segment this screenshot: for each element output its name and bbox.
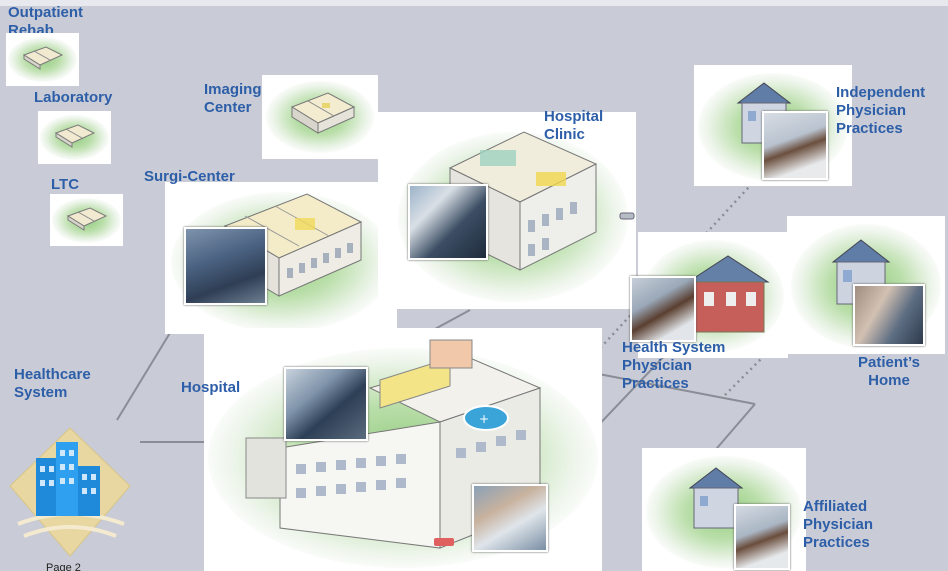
outpatient-rehab-floorplan-icon [22, 46, 64, 70]
surgi-center-panel [165, 182, 397, 334]
patient-computer-photo [853, 284, 925, 346]
clinic-car-icon [619, 212, 635, 220]
label-independent-practices: Independent Physician Practices [836, 84, 926, 137]
label-hospital: Hospital [181, 379, 241, 396]
patients-home-panel [787, 216, 945, 354]
label-patients-home: Patient’s Home [858, 354, 920, 389]
clinic-doctor-computer-photo [408, 184, 488, 260]
hospital-clinic-panel [378, 112, 636, 309]
independent-doctor-photo [762, 111, 828, 180]
independent-practices-panel [694, 65, 852, 186]
radiologist-photo [284, 367, 368, 441]
svg-text:+: + [479, 412, 489, 426]
label-healthcare-system: Healthcare System [14, 366, 91, 401]
health-system-house-icon [686, 255, 770, 333]
top-strip [0, 0, 948, 6]
building-cluster-icon [9, 427, 131, 557]
affiliated-practices-panel [642, 448, 806, 571]
label-affiliated-practices: Affiliated Physician Practices [803, 498, 874, 551]
health-system-practices-panel [630, 232, 788, 358]
imaging-center-floorplan-icon [290, 92, 356, 134]
surgeons-photo [184, 227, 267, 305]
affiliated-doctor-photo [734, 504, 790, 570]
label-hospital-clinic: Hospital Clinic [544, 108, 604, 143]
health-system-doctor-photo [630, 276, 696, 342]
label-surgi-center: Surgi-Center [144, 168, 235, 185]
nurse-patient-photo [472, 484, 548, 552]
hospital-panel: + [204, 328, 602, 571]
ltc-panel [50, 194, 123, 246]
page-number: Page 2 [46, 562, 81, 571]
label-ltc: LTC [51, 176, 80, 193]
imaging-center-panel [262, 75, 378, 159]
hospital-building-icon: + [245, 339, 542, 549]
laboratory-floorplan-icon [54, 124, 96, 148]
laboratory-panel [38, 111, 111, 164]
ltc-floorplan-icon [66, 207, 108, 231]
label-imaging-center: Imaging Center [204, 81, 262, 116]
label-laboratory: Laboratory [34, 89, 113, 106]
label-health-system-practices: Health System Physician Practices [622, 339, 726, 392]
outpatient-rehab-panel [6, 33, 79, 86]
